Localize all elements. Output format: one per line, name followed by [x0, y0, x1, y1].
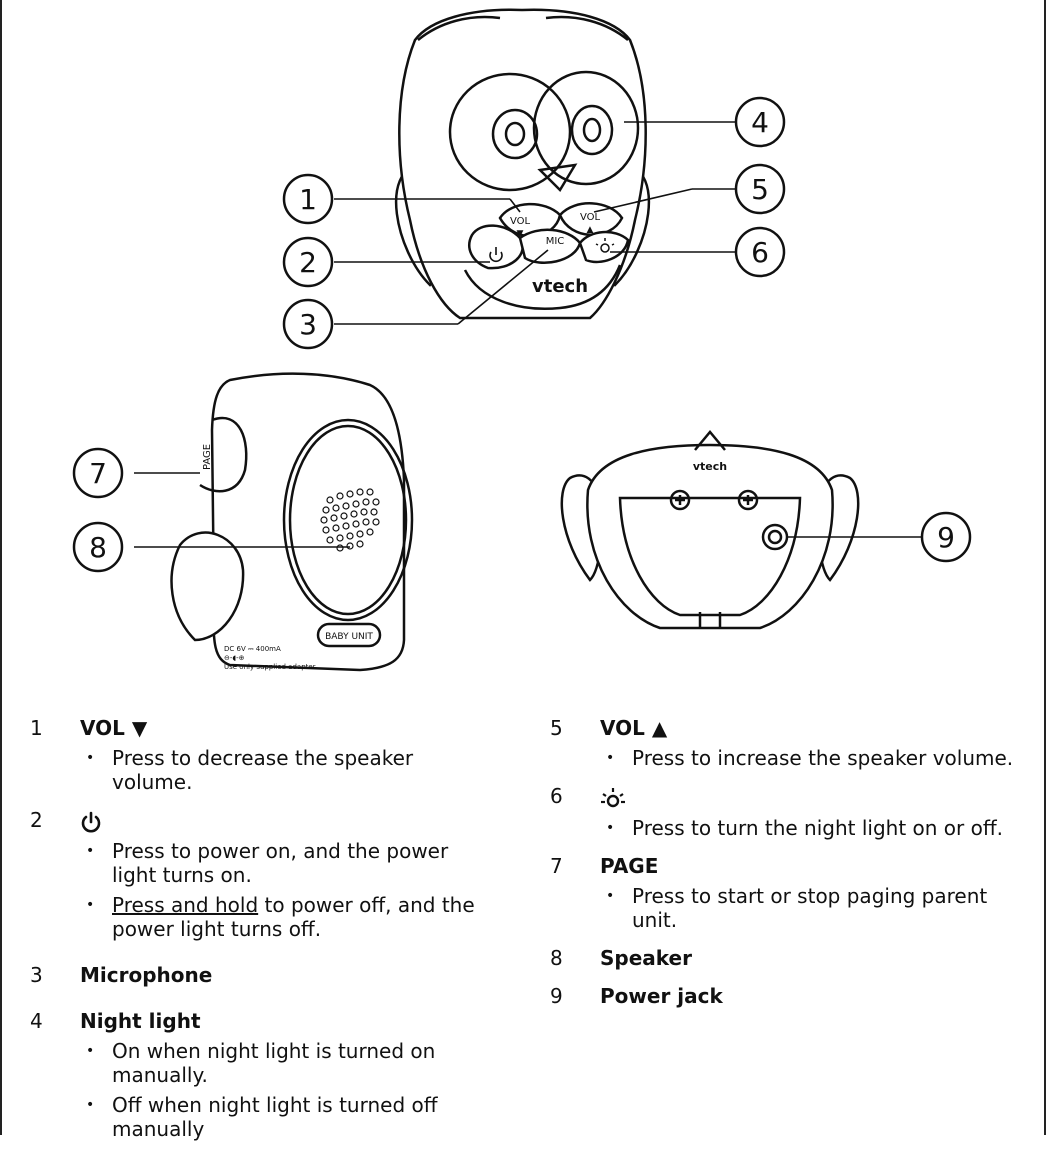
- bottom-brand-logo: vtech: [693, 460, 727, 473]
- legend-left-column: 1 VOL ▼ Press to decrease the speaker vo…: [30, 716, 490, 1155]
- callout-7: 7: [74, 449, 122, 497]
- legend-item-5: 5 VOL ▲ Press to increase the speaker vo…: [550, 716, 1020, 770]
- legend-bullet: Press to decrease the speaker volume.: [80, 746, 490, 794]
- legend-item-6: 6 Press to turn the night light on or of…: [550, 784, 1020, 840]
- vol-up-symbol: ▲: [587, 225, 594, 235]
- legend-item-8: 8 Speaker: [550, 946, 1020, 970]
- callout-8: 8: [74, 523, 122, 571]
- legend-title: Power jack: [600, 984, 1020, 1008]
- rating-line-2: ⊖-◖-⊕: [224, 654, 244, 662]
- legend-title: VOL ▼: [80, 716, 490, 740]
- page-button-label: PAGE: [202, 444, 213, 470]
- emphasis-underline: Press and hold: [112, 893, 258, 917]
- legend-number: 7: [550, 854, 570, 878]
- legend-bullet: Press to start or stop paging parent uni…: [600, 884, 1020, 932]
- legend-item-7: 7 PAGE Press to start or stop paging par…: [550, 854, 1020, 932]
- callout-9: 9: [922, 513, 970, 561]
- vol-down-symbol: ▼: [517, 229, 524, 239]
- svg-text:2: 2: [299, 246, 317, 279]
- svg-text:9: 9: [937, 521, 955, 554]
- legend-bullet: Press to power on, and the power light t…: [80, 839, 490, 887]
- power-icon: [80, 811, 102, 833]
- legend-number: 4: [30, 1009, 50, 1033]
- side-view-illustration: [172, 374, 412, 670]
- night-light-icon: [600, 786, 626, 810]
- legend-bullet: Press to turn the night light on or off.: [600, 816, 1020, 840]
- legend-title: PAGE: [600, 854, 1020, 878]
- mic-label: MIC: [546, 236, 565, 247]
- callout-1: 1: [284, 175, 332, 223]
- legend-right-column: 5 VOL ▲ Press to increase the speaker vo…: [550, 716, 1020, 1022]
- front-brand-logo: vtech: [532, 276, 588, 297]
- rating-line-1: DC 6V ⎓ 400mA: [224, 645, 281, 653]
- baby-unit-label: BABY UNIT: [325, 632, 373, 642]
- legend-number: 3: [30, 963, 50, 987]
- legend-number: 9: [550, 984, 570, 1008]
- legend-bullet: On when night light is turned on manuall…: [80, 1039, 490, 1087]
- vol-up-label: VOL: [580, 212, 601, 223]
- legend-item-4: 4 Night light On when night light is tur…: [30, 1009, 490, 1141]
- callout-4: 4: [736, 98, 784, 146]
- legend-bullet: Press and hold to power off, and the pow…: [80, 893, 490, 941]
- legend-title: [600, 784, 1020, 810]
- callout-5: 5: [736, 165, 784, 213]
- svg-text:6: 6: [751, 236, 769, 269]
- svg-text:7: 7: [89, 457, 107, 490]
- legend-title: Microphone: [80, 963, 490, 987]
- callout-2: 2: [284, 238, 332, 286]
- legend-item-3: 3 Microphone: [30, 963, 490, 987]
- legend-title: VOL ▲: [600, 716, 1020, 740]
- legend-item-2: 2 Press to power on, and the power light…: [30, 808, 490, 941]
- svg-text:8: 8: [89, 531, 107, 564]
- callout-6: 6: [736, 228, 784, 276]
- callout-3: 3: [284, 300, 332, 348]
- svg-text:5: 5: [751, 173, 769, 206]
- svg-text:4: 4: [751, 106, 769, 139]
- legend-number: 8: [550, 946, 570, 970]
- legend-title: [80, 808, 490, 833]
- legend-bullet: Off when night light is turned off manua…: [80, 1093, 490, 1141]
- legend-title: Night light: [80, 1009, 490, 1033]
- legend-bullet: Press to increase the speaker volume.: [600, 746, 1020, 770]
- svg-text:1: 1: [299, 183, 317, 216]
- legend-number: 2: [30, 808, 50, 832]
- svg-text:3: 3: [299, 308, 317, 341]
- legend-item-1: 1 VOL ▼ Press to decrease the speaker vo…: [30, 716, 490, 794]
- vol-down-label: VOL: [510, 216, 531, 227]
- legend-number: 5: [550, 716, 570, 740]
- baby-unit-illustrations: VOL ▼ VOL ▲ MIC vtech PAGE BABY UNIT DC …: [0, 0, 1048, 700]
- legend-item-9: 9 Power jack: [550, 984, 1020, 1008]
- legend-number: 1: [30, 716, 50, 740]
- rating-line-3: Use only supplied adapter: [224, 663, 316, 671]
- legend-title: Speaker: [600, 946, 1020, 970]
- legend-number: 6: [550, 784, 570, 808]
